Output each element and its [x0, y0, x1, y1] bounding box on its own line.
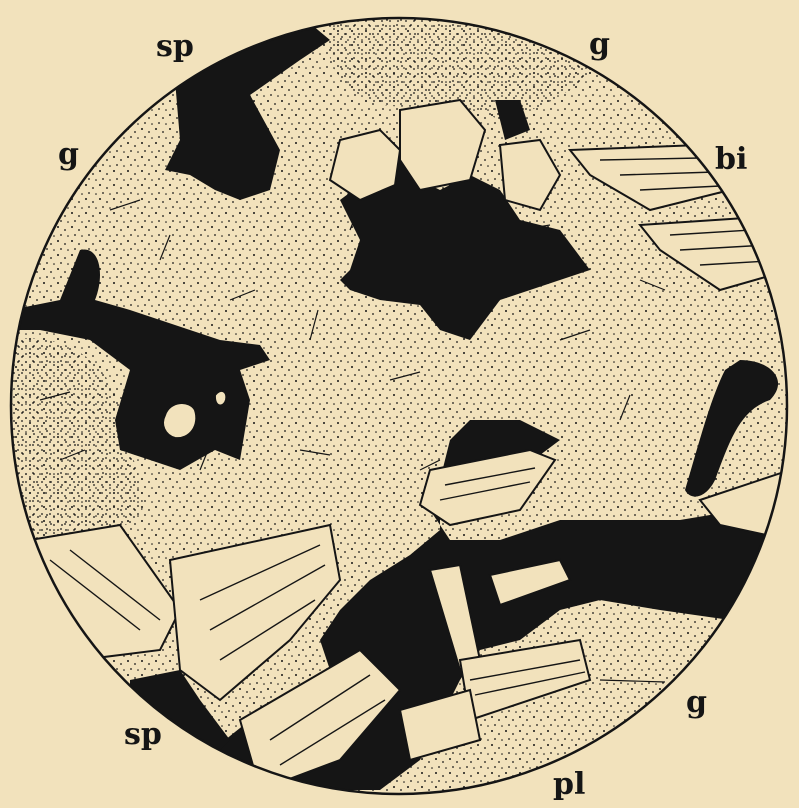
label-glass-top: g	[589, 30, 610, 60]
label-spinel-bottom: sp	[124, 720, 162, 750]
label-plagioclase: pl	[553, 770, 585, 800]
label-glass-left: g	[58, 140, 79, 170]
label-glass-right: g	[686, 688, 707, 718]
inclusion-left	[163, 403, 196, 438]
inclusion-left-small	[215, 391, 226, 406]
label-spinel-top: sp	[156, 32, 194, 62]
label-biotite: bi	[715, 145, 747, 175]
